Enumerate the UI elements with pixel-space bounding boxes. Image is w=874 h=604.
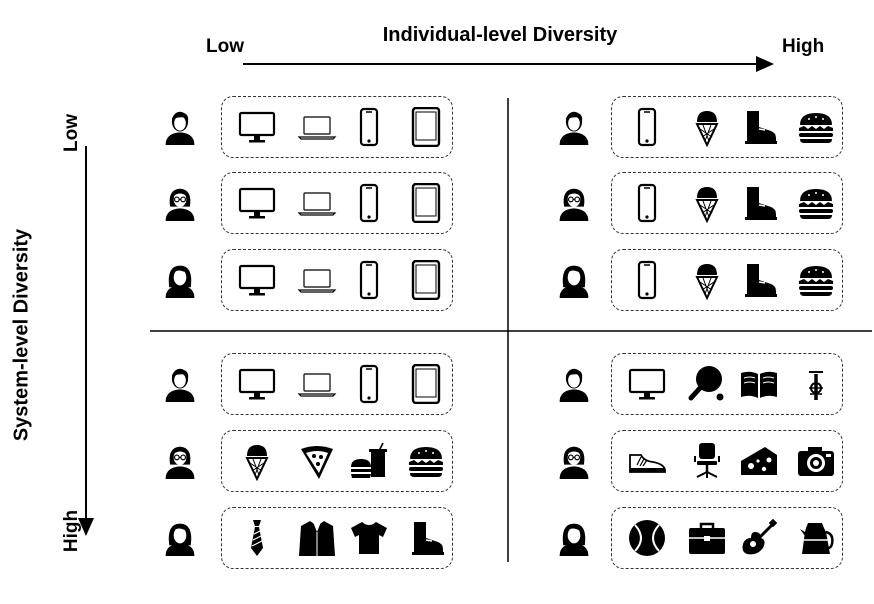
item-set-box bbox=[221, 507, 453, 569]
icecream-icon bbox=[687, 183, 727, 223]
monitor-icon bbox=[237, 107, 277, 147]
item-set-box bbox=[221, 172, 453, 234]
tablet-icon bbox=[406, 260, 446, 300]
female-user-icon bbox=[162, 260, 198, 300]
burger-icon bbox=[796, 183, 836, 223]
female-user-icon bbox=[556, 260, 592, 300]
y-axis-low-label: Low bbox=[61, 114, 82, 152]
monitor-icon bbox=[237, 183, 277, 223]
female-glasses-user-icon bbox=[162, 441, 198, 481]
coffeepot-icon bbox=[796, 518, 836, 558]
burger-icon bbox=[796, 260, 836, 300]
boot-icon bbox=[739, 183, 779, 223]
item-set-box bbox=[611, 353, 843, 415]
phone-icon bbox=[627, 260, 667, 300]
burger-icon bbox=[796, 107, 836, 147]
laptop-icon bbox=[297, 183, 337, 223]
briefcase-icon bbox=[687, 518, 727, 558]
ball-icon bbox=[627, 518, 667, 558]
x-axis-low-label: Low bbox=[206, 36, 244, 57]
item-set-box bbox=[611, 172, 843, 234]
laptop-icon bbox=[297, 107, 337, 147]
cheese-icon bbox=[739, 441, 779, 481]
monitor-icon bbox=[627, 364, 667, 404]
item-set-box bbox=[221, 249, 453, 311]
female-glasses-user-icon bbox=[556, 183, 592, 223]
icecream-icon bbox=[237, 441, 277, 481]
sneaker-icon bbox=[627, 441, 667, 481]
x-axis-title: Individual-level Diversity bbox=[382, 24, 618, 46]
tablet-icon bbox=[406, 107, 446, 147]
phone-icon bbox=[349, 364, 389, 404]
burger-icon bbox=[406, 441, 446, 481]
pizza-icon bbox=[297, 441, 337, 481]
monitor-icon bbox=[237, 260, 277, 300]
item-set-box bbox=[221, 96, 453, 158]
male-user-icon bbox=[162, 107, 198, 147]
boot-icon bbox=[406, 518, 446, 558]
item-set-box bbox=[611, 507, 843, 569]
jacket-icon bbox=[297, 518, 337, 558]
pingpong-icon bbox=[687, 364, 727, 404]
phone-icon bbox=[627, 183, 667, 223]
icecream-icon bbox=[687, 107, 727, 147]
y-axis-title: System-level Diversity bbox=[10, 228, 33, 442]
phone-icon bbox=[349, 107, 389, 147]
boot-icon bbox=[739, 107, 779, 147]
tablet-icon bbox=[406, 364, 446, 404]
item-set-box bbox=[611, 96, 843, 158]
laptop-icon bbox=[297, 260, 337, 300]
boot-icon bbox=[739, 260, 779, 300]
female-user-icon bbox=[556, 518, 592, 558]
male-user-icon bbox=[556, 364, 592, 404]
tablet-icon bbox=[406, 183, 446, 223]
item-set-box bbox=[611, 430, 843, 492]
item-set-box bbox=[611, 249, 843, 311]
camera-icon bbox=[796, 441, 836, 481]
chair-icon bbox=[687, 441, 727, 481]
female-glasses-user-icon bbox=[556, 441, 592, 481]
phone-icon bbox=[627, 107, 667, 147]
bicycle-icon bbox=[796, 364, 836, 404]
female-user-icon bbox=[162, 518, 198, 558]
phone-icon bbox=[349, 183, 389, 223]
tshirt-icon bbox=[349, 518, 389, 558]
male-user-icon bbox=[556, 107, 592, 147]
monitor-icon bbox=[237, 364, 277, 404]
laptop-icon bbox=[297, 364, 337, 404]
guitar-icon bbox=[739, 518, 779, 558]
item-set-box bbox=[221, 430, 453, 492]
male-user-icon bbox=[162, 364, 198, 404]
icecream-icon bbox=[687, 260, 727, 300]
female-glasses-user-icon bbox=[162, 183, 198, 223]
fastfood-icon bbox=[349, 441, 389, 481]
phone-icon bbox=[349, 260, 389, 300]
item-set-box bbox=[221, 353, 453, 415]
tie-icon bbox=[237, 518, 277, 558]
x-axis-high-label: High bbox=[782, 36, 825, 57]
y-axis-high-label: High bbox=[61, 509, 82, 553]
book-icon bbox=[739, 364, 779, 404]
